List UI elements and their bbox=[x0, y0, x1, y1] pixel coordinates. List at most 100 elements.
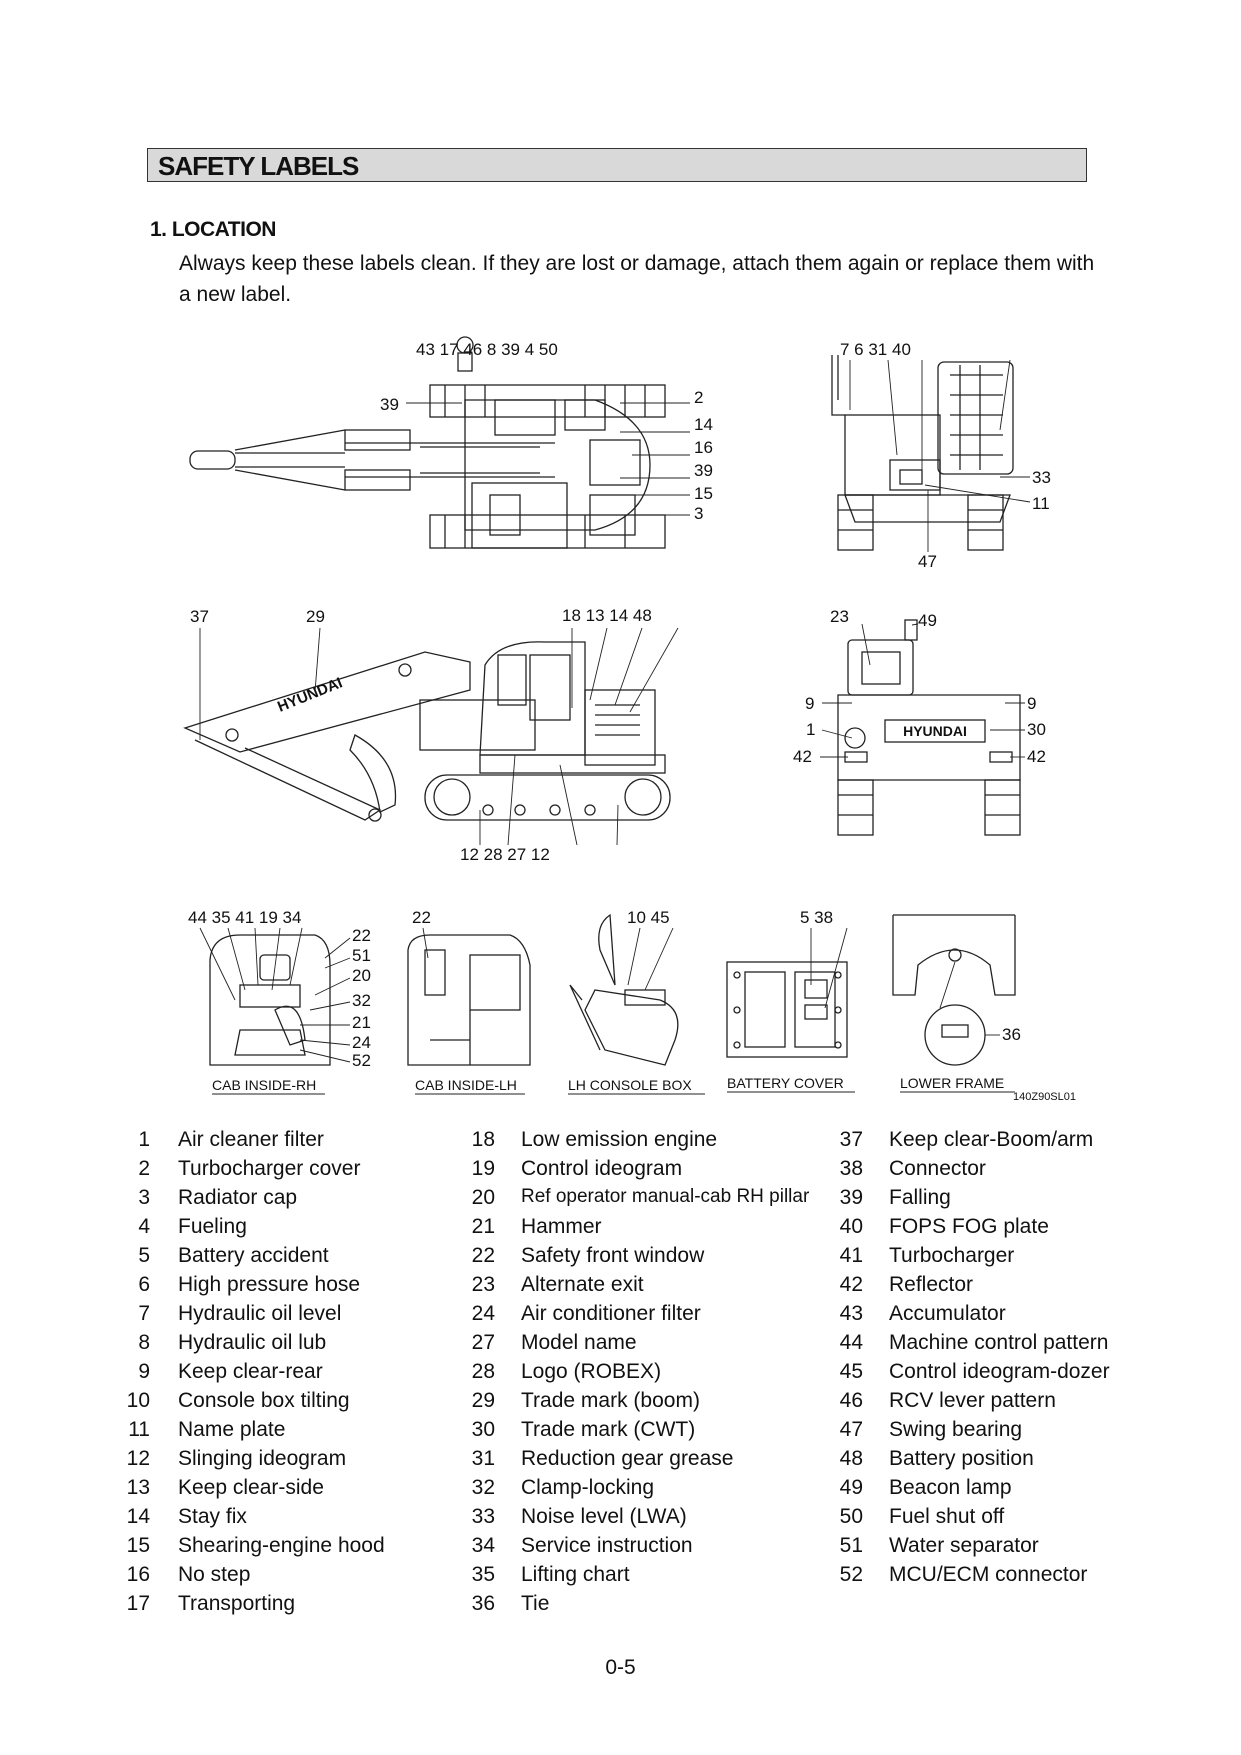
legend-text: Tie bbox=[521, 1592, 550, 1615]
legend-text: No step bbox=[178, 1563, 251, 1586]
back-view-label: 42 bbox=[793, 747, 812, 766]
legend-text: Logo (ROBEX) bbox=[521, 1360, 662, 1383]
side-view-label: 37 bbox=[190, 607, 209, 626]
back-view-label: 1 bbox=[806, 720, 815, 739]
page-title: SAFETY LABELS bbox=[158, 151, 359, 181]
top-view-top-labels: 43 17 46 8 39 4 50 bbox=[416, 340, 558, 359]
legend-number: 35 bbox=[471, 1563, 495, 1586]
legend-number: 29 bbox=[471, 1389, 495, 1412]
top-view-label: 3 bbox=[694, 504, 703, 523]
caption-battery: BATTERY COVER bbox=[727, 1075, 844, 1091]
legend-number: 8 bbox=[138, 1331, 150, 1354]
legend-text: Low emission engine bbox=[521, 1128, 718, 1151]
legend-text: Transporting bbox=[178, 1592, 296, 1615]
legend-text: Name plate bbox=[178, 1418, 286, 1441]
legend-number: 52 bbox=[839, 1563, 863, 1586]
legend-text: Ref operator manual-cab RH pillar bbox=[521, 1186, 810, 1207]
side-view-label: 29 bbox=[306, 607, 325, 626]
legend-number: 22 bbox=[471, 1244, 495, 1267]
cab-lh-diagram bbox=[407, 934, 531, 1066]
section-header: SAFETY LABELS bbox=[147, 148, 1087, 182]
cab-rh-diagram bbox=[209, 934, 331, 1066]
legend-number: 37 bbox=[839, 1128, 863, 1151]
legend-text: Control ideogram-dozer bbox=[889, 1360, 1110, 1383]
top-view-label: 15 bbox=[694, 484, 713, 503]
legend-number: 43 bbox=[839, 1302, 863, 1325]
legend-number: 31 bbox=[471, 1447, 495, 1470]
rear-view-top-labels: 7 6 31 40 bbox=[840, 340, 911, 359]
legend-text: Control ideogram bbox=[521, 1157, 683, 1180]
legend-number: 9 bbox=[138, 1360, 150, 1383]
battery-top-labels: 5 38 bbox=[800, 908, 833, 927]
cab-lh-top-label: 22 bbox=[412, 908, 431, 927]
legend-number: 2 bbox=[138, 1157, 150, 1180]
console-box-diagram bbox=[569, 913, 679, 1066]
top-view-label: 14 bbox=[694, 415, 713, 434]
legend-text: Service instruction bbox=[521, 1534, 693, 1557]
caption-cab-lh: CAB INSIDE-LH bbox=[415, 1077, 517, 1093]
legend-number: 49 bbox=[839, 1476, 863, 1499]
battery-cover-diagram bbox=[726, 961, 848, 1058]
legend-number: 30 bbox=[471, 1418, 495, 1441]
legend-text: RCV lever pattern bbox=[889, 1389, 1056, 1412]
cab-rh-label: 20 bbox=[352, 966, 371, 985]
legend-text: Hydraulic oil level bbox=[178, 1302, 342, 1325]
page-number: 0-5 bbox=[605, 1656, 636, 1679]
console-top-labels: 10 45 bbox=[627, 908, 670, 927]
legend-text: Fuel shut off bbox=[889, 1505, 1005, 1528]
legend-number: 34 bbox=[471, 1534, 495, 1557]
legend-text: Turbocharger cover bbox=[178, 1157, 361, 1180]
legend-number: 47 bbox=[839, 1418, 863, 1441]
lower-frame-diagram bbox=[892, 914, 1016, 1066]
legend-text: Battery position bbox=[889, 1447, 1034, 1470]
top-view-diagram bbox=[189, 336, 666, 549]
caption-lower-frame: LOWER FRAME bbox=[900, 1075, 1004, 1091]
legend-number: 5 bbox=[138, 1244, 150, 1267]
legend-text: Reduction gear grease bbox=[521, 1447, 734, 1470]
lower-frame-label: 36 bbox=[1002, 1025, 1021, 1044]
legend-number: 36 bbox=[471, 1592, 495, 1615]
svg-text:HYUNDAI: HYUNDAI bbox=[903, 723, 967, 739]
legend-number: 42 bbox=[839, 1273, 863, 1296]
top-view-left-label: 39 bbox=[380, 395, 399, 414]
legend-text: FOPS FOG plate bbox=[889, 1215, 1049, 1238]
cab-rh-label: 32 bbox=[352, 991, 371, 1010]
legend-number: 10 bbox=[126, 1389, 150, 1412]
cab-rh-label: 22 bbox=[352, 926, 371, 945]
legend-number: 32 bbox=[471, 1476, 495, 1499]
rear-view-bottom-label: 47 bbox=[918, 552, 937, 571]
legend-number: 15 bbox=[126, 1534, 150, 1557]
legend-text: Console box tilting bbox=[178, 1389, 350, 1412]
legend-number: 17 bbox=[126, 1592, 150, 1615]
legend-number: 48 bbox=[839, 1447, 863, 1470]
legend-text: Clamp-locking bbox=[521, 1476, 655, 1499]
intro-text: Always keep these labels clean. If they … bbox=[179, 252, 1095, 306]
legend-text: Falling bbox=[889, 1186, 951, 1209]
legend-number: 12 bbox=[126, 1447, 150, 1470]
legend-text: MCU/ECM connector bbox=[889, 1563, 1088, 1586]
back-view-label: 49 bbox=[918, 611, 937, 630]
legend-text: Keep clear-side bbox=[178, 1476, 324, 1499]
cab-rh-label: 24 bbox=[352, 1033, 371, 1052]
legend-text: Lifting chart bbox=[521, 1563, 630, 1586]
section-title: 1. LOCATION bbox=[150, 218, 276, 241]
legend-text: Slinging ideogram bbox=[178, 1447, 347, 1470]
safety-label-diagrams: 43 17 46 8 39 4 50 39 2 14 16 39 15 3 7 … bbox=[183, 336, 1051, 1095]
legend-number: 3 bbox=[138, 1186, 150, 1209]
legend-text: Fueling bbox=[178, 1215, 247, 1238]
legend-text: Accumulator bbox=[889, 1302, 1006, 1325]
legend-text: Air cleaner filter bbox=[178, 1128, 324, 1151]
legend-text: Noise level (LWA) bbox=[521, 1505, 687, 1528]
legend-number: 33 bbox=[471, 1505, 495, 1528]
legend-text: Hydraulic oil lub bbox=[178, 1331, 327, 1354]
legend-number: 20 bbox=[471, 1186, 495, 1209]
back-view-label: 42 bbox=[1027, 747, 1046, 766]
figure-code: 140Z90SL01 bbox=[1013, 1091, 1076, 1103]
legend-number: 19 bbox=[471, 1157, 495, 1180]
top-view-label: 2 bbox=[694, 388, 703, 407]
legend-text: Model name bbox=[521, 1331, 637, 1354]
legend-text: Trade mark (CWT) bbox=[521, 1418, 696, 1441]
legend-number: 4 bbox=[138, 1215, 150, 1238]
side-view-bottom-labels: 12 28 27 12 bbox=[460, 845, 550, 864]
legend-text: Battery accident bbox=[178, 1244, 329, 1267]
